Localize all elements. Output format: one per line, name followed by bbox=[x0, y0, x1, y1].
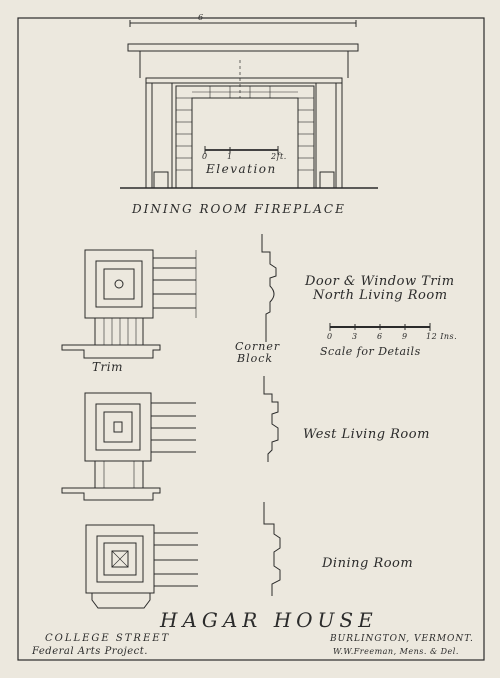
detail-scale-tick-9: 9 bbox=[402, 332, 408, 341]
overall-dimension-label: 6 bbox=[198, 13, 204, 22]
fireplace-scale-tick-1: 1 bbox=[227, 152, 233, 161]
project-label: Federal Arts Project. bbox=[32, 646, 148, 657]
fireplace-scale-tick-0: 0 bbox=[202, 152, 208, 161]
sheet-border bbox=[17, 17, 485, 661]
detail-scale-tick-6: 6 bbox=[377, 332, 383, 341]
corner-block-label-line1: Corner bbox=[235, 340, 281, 353]
detail-scale-tick-12: 12 Ins. bbox=[426, 332, 458, 341]
section-1-label-line2: North Living Room bbox=[313, 288, 448, 303]
fireplace-scale-tick-2: 2ft. bbox=[271, 152, 287, 161]
detail-scale-tick-0: 0 bbox=[327, 332, 333, 341]
corner-block-label-line2: Block bbox=[237, 352, 274, 365]
trim-detail-dining-room bbox=[85, 524, 198, 609]
section-2-label: West Living Room bbox=[303, 427, 430, 442]
section-3-label: Dining Room bbox=[322, 556, 414, 571]
elevation-label: Elevation bbox=[206, 162, 277, 176]
house-name-title: HAGAR HOUSE bbox=[160, 608, 378, 632]
detail-scale-tick-3: 3 bbox=[352, 332, 358, 341]
fireplace-elevation bbox=[120, 20, 378, 189]
detail-scale-caption: Scale for Details bbox=[320, 345, 421, 358]
street-label: COLLEGE STREET bbox=[45, 633, 171, 644]
location-label: BURLINGTON, VERMONT. bbox=[330, 634, 474, 644]
trim-profile-2 bbox=[263, 376, 279, 462]
trim-detail-north-living-room bbox=[61, 249, 197, 359]
trim-detail-west-living-room bbox=[61, 392, 196, 501]
trim-profile-1 bbox=[261, 234, 277, 342]
section-1-label-line1: Door & Window Trim bbox=[305, 274, 455, 289]
detail-scale-bar bbox=[329, 323, 431, 331]
credit-label: W.W.Freeman, Mens. & Del. bbox=[333, 647, 459, 656]
fireplace-title: DINING ROOM FIREPLACE bbox=[132, 202, 346, 216]
trim-profile-3 bbox=[263, 502, 281, 596]
trim-label: Trim bbox=[92, 360, 123, 374]
